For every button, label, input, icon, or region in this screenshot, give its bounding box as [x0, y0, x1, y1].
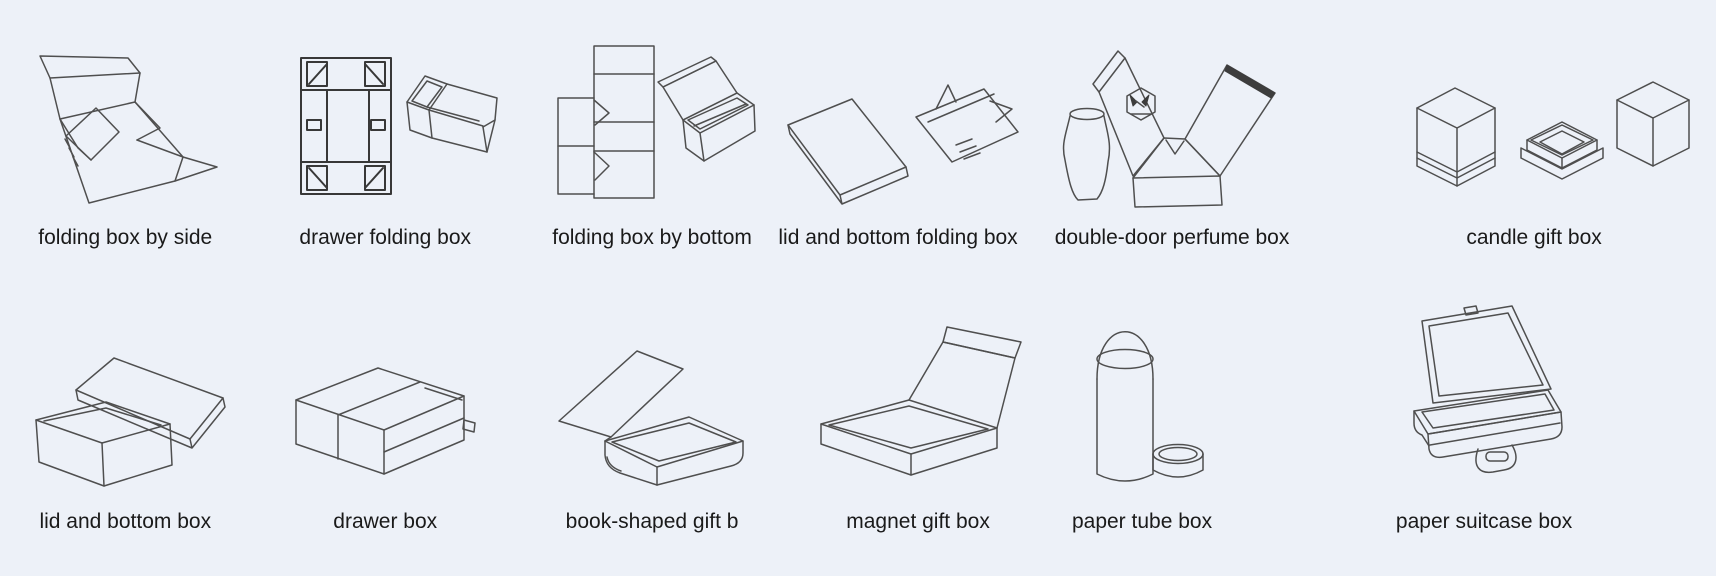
box-style-label: lid and bottom box [39, 510, 212, 533]
magnet-gift-box-art [803, 324, 1033, 494]
box-style-label: folding box by bottom [552, 226, 752, 249]
folding-box-by-side-art [25, 40, 225, 212]
box-style-label: lid and bottom folding box [778, 226, 1018, 249]
box-style-label: magnet gift box [846, 510, 990, 533]
double-door-perfume-box-drawing [1062, 50, 1276, 208]
box-style-double-door-perfume-box: double-door perfume box [1022, 0, 1322, 268]
box-style-paper-suitcase-box: paper suitcase box [1302, 268, 1666, 576]
drawer-box-drawing [294, 367, 476, 475]
box-style-row-1: folding box by side [0, 0, 1716, 268]
box-style-drawer-box: drawer box [251, 268, 520, 576]
paper-tube-box-drawing [1095, 331, 1204, 482]
paper-suitcase-box-art [1402, 299, 1567, 494]
box-style-drawer-folding-box: drawer folding box [251, 0, 520, 268]
box-style-label: drawer box [333, 510, 438, 533]
box-style-folding-box-by-bottom: folding box by bottom [520, 0, 784, 268]
candle-gift-box-art [1377, 70, 1692, 190]
box-style-label: paper suitcase box [1395, 510, 1573, 533]
box-style-magnet-gift-box: magnet gift box [784, 268, 1052, 576]
lid-and-bottom-folding-box-drawing [786, 84, 1019, 205]
folding-box-by-bottom-art [548, 36, 756, 212]
drawer-folding-box-art [271, 34, 499, 212]
box-style-label: folding box by side [38, 226, 213, 249]
box-style-lid-and-bottom-box: lid and bottom box [0, 268, 251, 576]
paper-suitcase-box-drawing [1412, 305, 1563, 474]
lid-and-bottom-folding-box-art [776, 77, 1021, 212]
folding-box-by-side-drawing [39, 55, 219, 204]
double-door-perfume-box-art [1057, 44, 1287, 212]
box-style-book-shaped-gift-box: book-shaped gift b [520, 268, 784, 576]
book-shaped-gift-box-drawing [558, 350, 744, 486]
box-style-label: book-shaped gift b [565, 510, 739, 533]
box-style-lid-and-bottom-folding-box: lid and bottom folding box [764, 0, 1032, 268]
box-style-candle-gift-box: candle gift box [1352, 0, 1716, 268]
drawer-folding-box-drawing [300, 57, 498, 195]
paper-tube-box-art [1075, 304, 1210, 494]
folding-box-by-bottom-drawing [557, 45, 756, 199]
candle-gift-box-drawing [1415, 81, 1690, 187]
box-style-label: candle gift box [1466, 226, 1602, 249]
box-style-paper-tube-box: paper tube box [992, 268, 1292, 576]
magnet-gift-box-drawing [820, 326, 1022, 476]
drawer-box-art [278, 344, 493, 494]
box-style-label: drawer folding box [299, 226, 472, 249]
box-style-row-2: lid and bottom box drawer box [0, 268, 1716, 576]
box-style-folding-box-by-side: folding box by side [0, 0, 251, 268]
lid-and-bottom-box-drawing [35, 357, 226, 487]
book-shaped-gift-box-art [547, 329, 757, 494]
box-style-label: double-door perfume box [1054, 226, 1290, 249]
box-style-label: paper tube box [1071, 510, 1213, 533]
lid-and-bottom-box-art [18, 344, 233, 494]
